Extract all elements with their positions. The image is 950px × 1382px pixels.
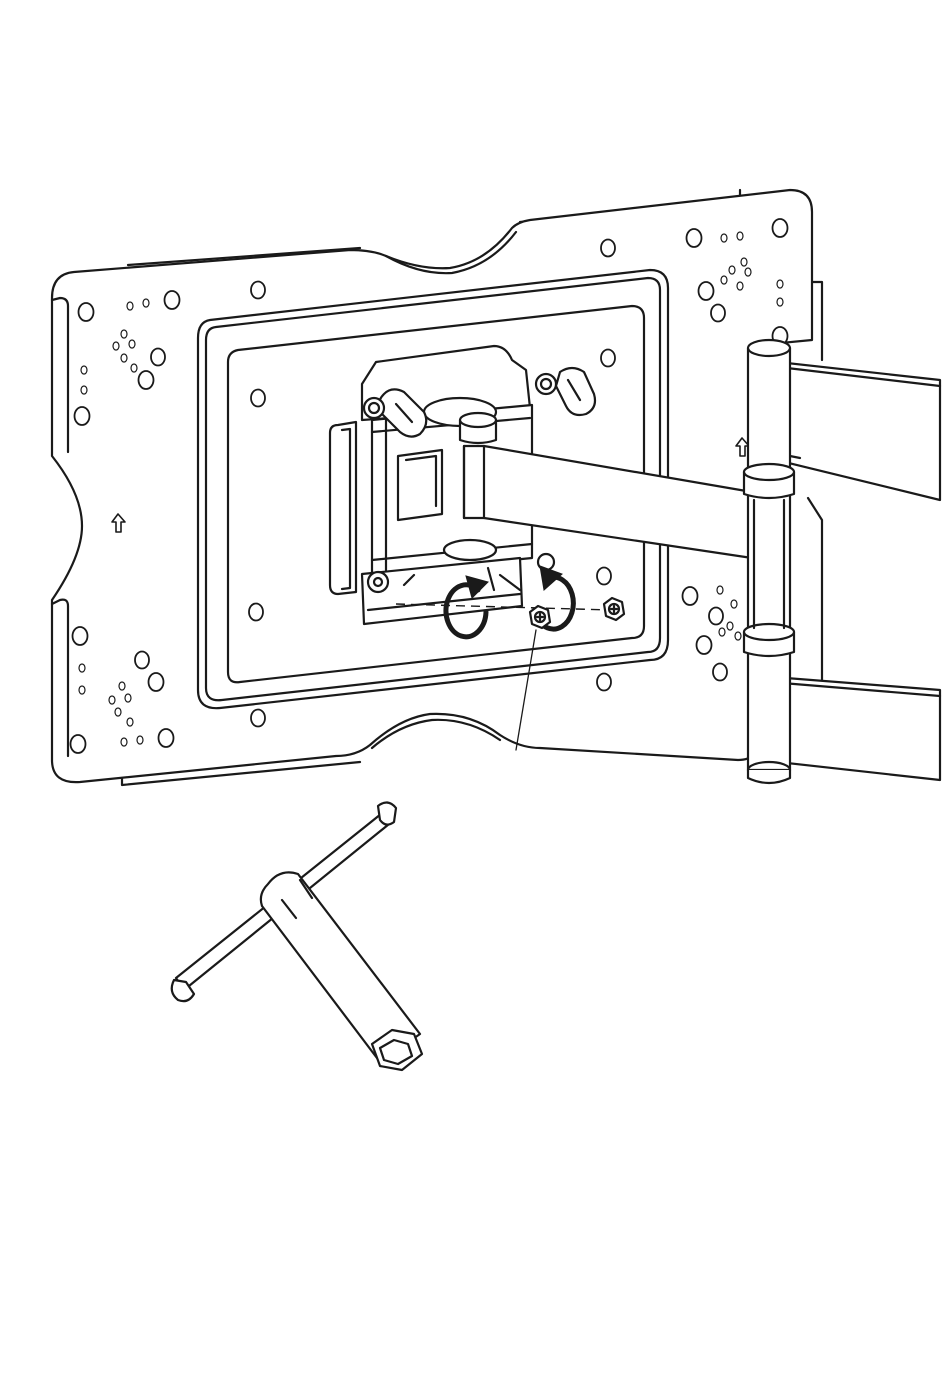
- side-bolt: [604, 598, 624, 620]
- t-wrench: [172, 802, 422, 1070]
- tension-bolt: [530, 606, 550, 628]
